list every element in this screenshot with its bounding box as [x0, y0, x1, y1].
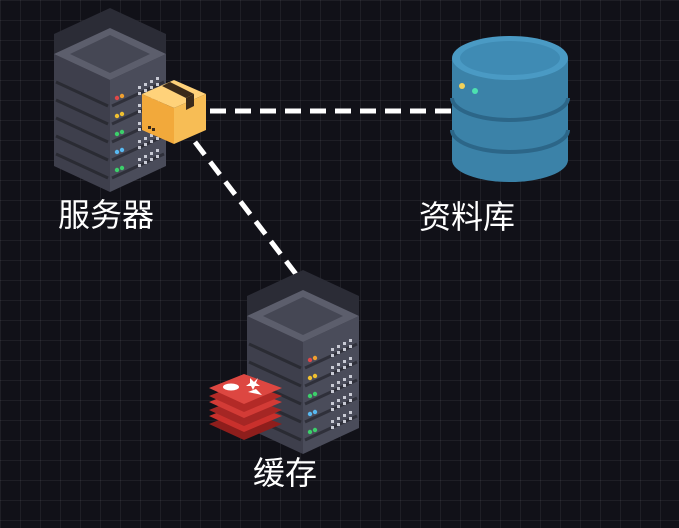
- database-cylinder-icon: [450, 36, 570, 182]
- connector-server-cache: [193, 140, 304, 284]
- database-label: 资料库: [418, 198, 516, 236]
- database-node[interactable]: [450, 36, 570, 182]
- server-node[interactable]: [52, 6, 206, 194]
- package-box-icon: [142, 80, 206, 144]
- cache-node[interactable]: [209, 268, 361, 456]
- server-label: 服务器: [57, 196, 155, 234]
- redis-logo-icon: [209, 374, 282, 440]
- cache-label: 缓存: [252, 454, 318, 492]
